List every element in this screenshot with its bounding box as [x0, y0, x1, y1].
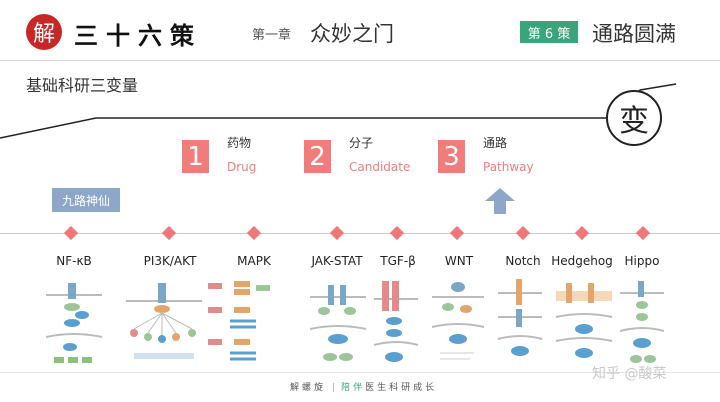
hippo-pathway-illustration — [619, 281, 665, 363]
variable-number: 2 — [304, 140, 331, 173]
pathway-label-hippo: Hippo — [624, 254, 660, 268]
notch-pathway-illustration — [497, 279, 543, 356]
pathway-label-notch: Notch — [505, 254, 541, 268]
pathway-label-tgf-beta: TGF-β — [380, 254, 416, 268]
strategy-title: 通路圆满 — [592, 22, 676, 46]
footer-separator: | — [332, 383, 336, 393]
zhihu-watermark: 知乎 @酸菜 — [592, 366, 667, 382]
logo-char: 解 — [32, 22, 55, 47]
pathway-label-hedgehog: Hedgehog — [551, 254, 613, 268]
footer: 解螺旋 | 陪伴医生科研成长 — [0, 372, 720, 402]
nine-pathways-tag: 九路神仙 — [52, 188, 120, 212]
pi3k-akt-pathway-illustration — [126, 283, 202, 359]
strategy-badge: 第 6 策 — [520, 21, 578, 43]
nfkb-pathway-illustration — [45, 283, 103, 363]
pathway-label-wnt: WNT — [444, 254, 474, 268]
footer-divider — [0, 372, 720, 373]
brand-title: 三十六策 — [74, 21, 202, 50]
corner-char: 变 — [619, 104, 649, 139]
variable-en-label: Drug — [227, 160, 257, 174]
tgf-beta-pathway-illustration — [373, 281, 419, 362]
hedgehog-pathway-illustration — [555, 283, 613, 358]
chapter-label: 第一章 — [252, 28, 292, 43]
corner-character-badge: 变 — [606, 90, 662, 146]
brand-seal-logo: 解 — [26, 14, 62, 50]
variable-cn-label: 分子 — [349, 136, 374, 150]
variable-en-label: Candidate — [349, 160, 411, 174]
chapter-title: 众妙之门 — [310, 22, 394, 46]
footer-slogan: 解螺旋 | 陪伴医生科研成长 — [290, 380, 437, 393]
mapk-pathway-illustration — [208, 281, 270, 361]
header-divider — [0, 60, 720, 61]
variable-number: 1 — [182, 140, 209, 173]
pathway-label-nfkb: NF-κB — [56, 254, 92, 268]
pathway-label-pi3k-akt: PI3K/AKT — [143, 254, 197, 268]
jak-stat-pathway-illustration — [309, 285, 367, 361]
section-subtitle: 基础科研三变量 — [26, 76, 139, 95]
pathway-label-jak-stat: JAK-STAT — [311, 254, 363, 268]
pathway-label-mapk: MAPK — [237, 254, 271, 268]
variable-cn-label: 药物 — [227, 136, 252, 150]
footer-tail: 医生科研成长 — [365, 383, 438, 393]
wnt-pathway-illustration — [431, 282, 485, 360]
pathway-timeline — [0, 233, 720, 234]
variable-number: 3 — [438, 140, 465, 173]
variable-en-label: Pathway — [483, 160, 534, 174]
footer-highlight: 陪伴 — [341, 383, 366, 393]
arrow-up-icon — [485, 188, 515, 214]
variable-cn-label: 通路 — [483, 136, 508, 150]
footer-brand: 解螺旋 — [290, 383, 327, 393]
